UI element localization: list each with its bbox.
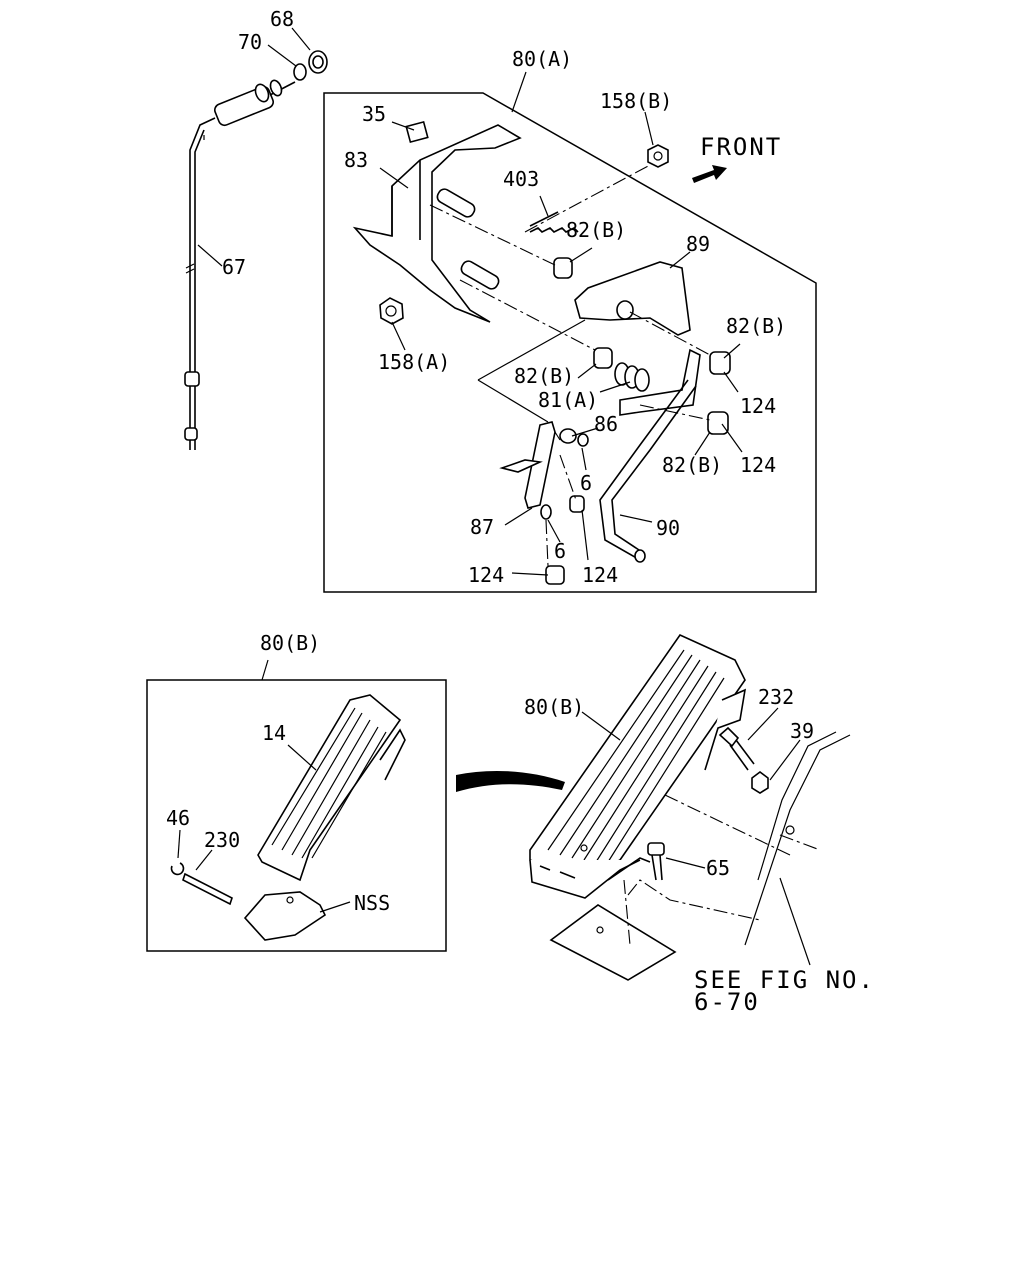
callout-403: 403 — [503, 167, 539, 191]
callout-6-2: 6 — [554, 539, 566, 563]
accelerator-cable — [184, 50, 328, 450]
callout-230: 230 — [204, 828, 240, 852]
callout-67: 67 — [222, 255, 246, 279]
pedal-pad-14 — [257, 694, 406, 882]
nut-68 — [308, 50, 328, 74]
callout-82b-2: 82(B) — [726, 314, 786, 338]
spring-403 — [529, 211, 579, 233]
callout-158b: 158(B) — [600, 89, 672, 113]
callout-124-2: 124 — [740, 453, 776, 477]
callout-14: 14 — [262, 721, 286, 745]
washer-70 — [293, 63, 307, 81]
front-label: FRONT — [700, 133, 782, 161]
bolt-65 — [607, 842, 665, 881]
front-arrow-icon — [692, 165, 727, 183]
reference-arrow — [456, 770, 565, 792]
pin-230 — [170, 862, 233, 906]
callout-82b-3: 82(B) — [514, 364, 574, 388]
leader-lines-main — [581, 707, 811, 966]
callout-81a: 81(A) — [538, 388, 598, 412]
callout-86: 86 — [594, 412, 618, 436]
nut-39 — [751, 771, 769, 794]
callout-232: 232 — [758, 685, 794, 709]
callout-124-3: 124 — [468, 563, 504, 587]
floor-plate — [549, 904, 677, 981]
nut-158a — [379, 297, 404, 325]
bracket-nss — [243, 891, 327, 941]
floor-panel-outline — [627, 731, 851, 946]
callout-124-4: 124 — [582, 563, 618, 587]
callout-46: 46 — [166, 806, 190, 830]
leader-lines-top — [197, 27, 743, 576]
arm-89 — [574, 261, 691, 336]
callout-39: 39 — [790, 719, 814, 743]
spring-81a — [614, 362, 650, 392]
callout-83: 83 — [344, 148, 368, 172]
callout-6-1: 6 — [580, 471, 592, 495]
assembly-80a-frame — [323, 92, 817, 593]
leader-lines-box — [177, 744, 351, 913]
see-fig-number: 6-70 — [694, 988, 760, 1016]
callout-82b-4: 82(B) — [662, 453, 722, 477]
bushings-82b — [553, 257, 731, 435]
callout-65: 65 — [706, 856, 730, 880]
callout-35: 35 — [362, 102, 386, 126]
nut-158b — [647, 144, 669, 168]
part-35 — [405, 120, 429, 144]
callout-89: 89 — [686, 232, 710, 256]
callout-80a: 80(A) — [512, 47, 572, 71]
callout-68: 68 — [270, 7, 294, 31]
assembly-80b-frame — [146, 679, 447, 952]
see-fig-reference: SEE FIG NO. — [694, 966, 875, 994]
callout-nss: NSS — [354, 891, 390, 915]
callout-70: 70 — [238, 30, 262, 54]
pedal-lever-90 — [599, 348, 701, 563]
callout-90: 90 — [656, 516, 680, 540]
bolt-232 — [718, 726, 755, 771]
assembly-lines-top — [429, 164, 711, 567]
callout-80b-main: 80(B) — [524, 695, 584, 719]
callout-124-1: 124 — [740, 394, 776, 418]
link-87 — [499, 421, 589, 585]
callout-80b-box: 80(B) — [260, 631, 320, 655]
bracket-83 — [352, 120, 522, 323]
callout-87: 87 — [470, 515, 494, 539]
pedal-assembly-80b — [529, 633, 747, 899]
callout-82b-1: 82(B) — [566, 218, 626, 242]
callout-158a: 158(A) — [378, 350, 450, 374]
